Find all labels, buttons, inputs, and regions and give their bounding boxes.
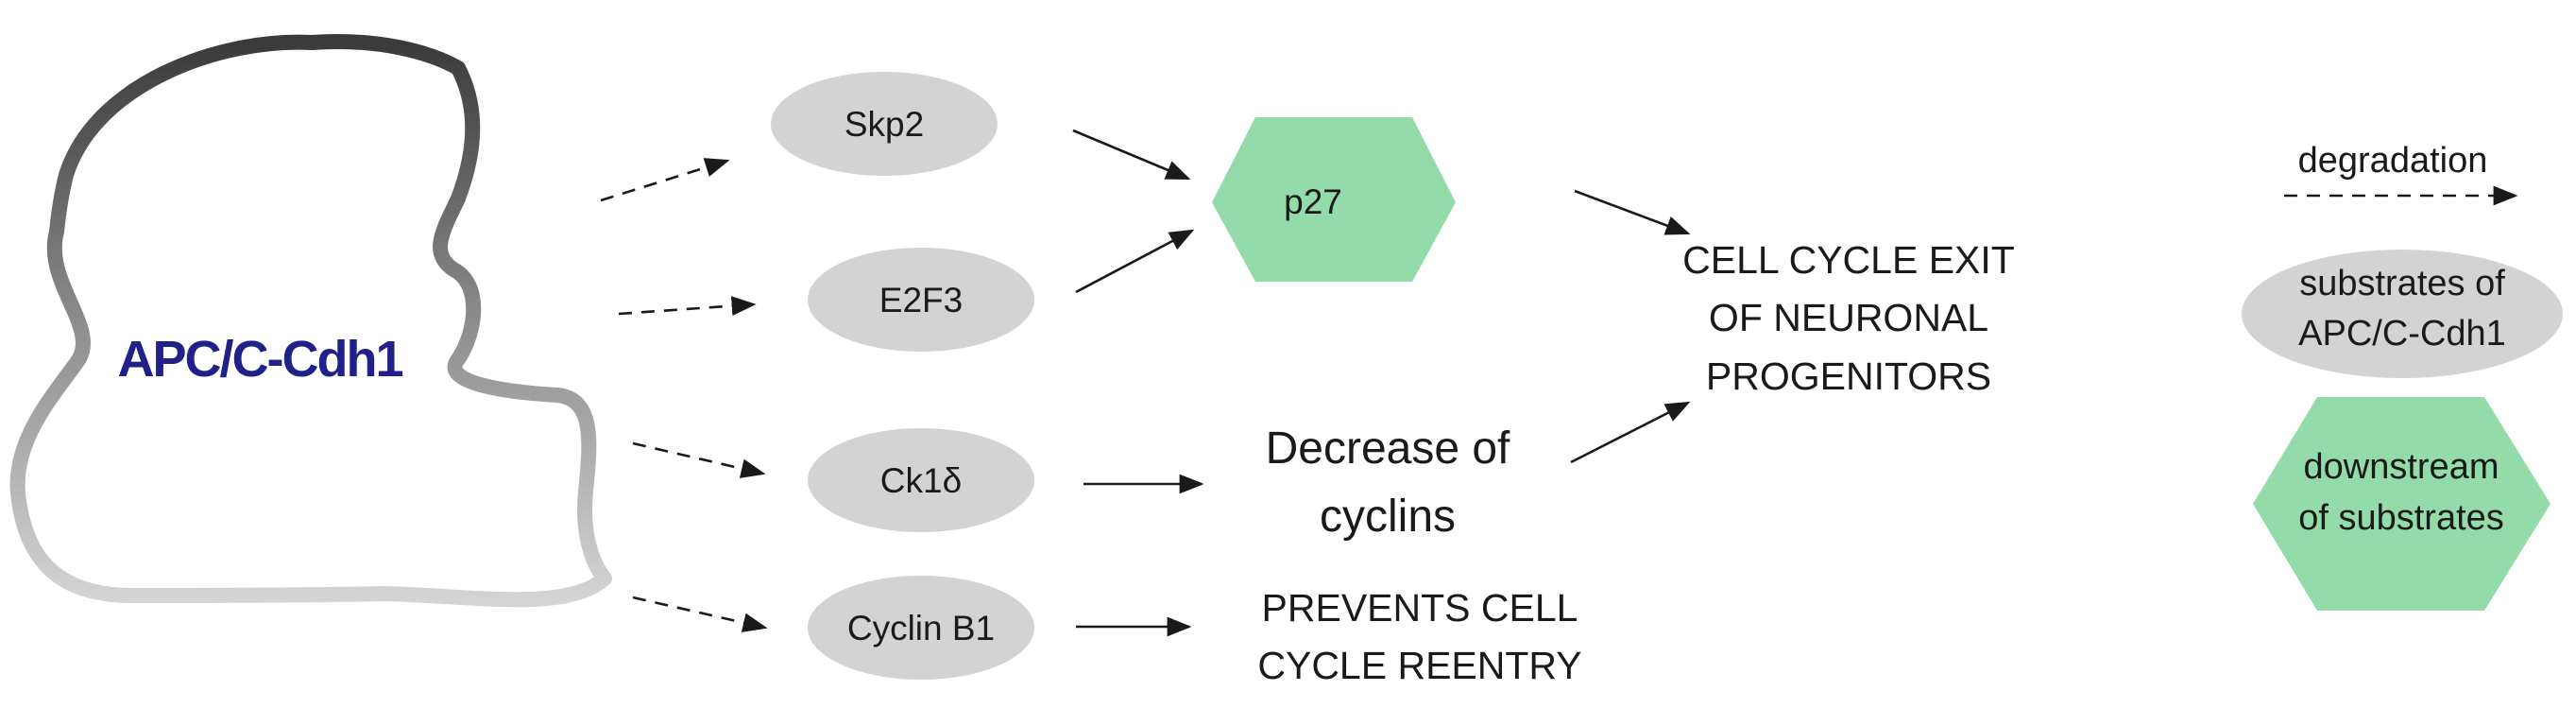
apc-cdh1-complex: APC/C-Cdh1 [9, 34, 612, 608]
degradation-arrow-ck1d [632, 441, 766, 478]
substrate-node-e2f3: E2F3 [808, 248, 1034, 352]
substrate-ellipse [808, 428, 1034, 532]
cell-cycle-exit-text: CELL CYCLE EXIT OF NEURONAL PROGENITORS [1682, 238, 2015, 398]
substrate-label-cyclinb1: Cyclin B1 [847, 609, 995, 648]
substrate-label-skp2: Skp2 [844, 105, 924, 144]
legend-substrates-line-1: substrates of [2299, 264, 2505, 303]
p27-label: p27 [1284, 182, 1342, 221]
arrow-decrease-to-exit [1570, 401, 1691, 464]
decrease-of-cyclins-text: Decrease of cyclins [1266, 423, 1510, 542]
substrate-ellipse [771, 72, 998, 176]
legend-substrate-ellipse [2242, 250, 2563, 378]
degradation-arrow-skp2 [600, 158, 730, 202]
substrate-node-ck1d: Ck1δ [808, 428, 1034, 532]
substrate-label-ck1d: Ck1δ [880, 461, 962, 500]
decrease-line-2: cyclins [1320, 492, 1456, 542]
legend: degradation substrates of APC/C-Cdh1 dow… [2242, 141, 2563, 611]
legend-downstream-line-1: downstream [2304, 447, 2499, 487]
prevents-line-1: PREVENTS CELL [1262, 586, 1578, 630]
decrease-line-1: Decrease of [1266, 423, 1510, 474]
legend-substrates-line-2: APC/C-Cdh1 [2298, 314, 2506, 354]
legend-downstream-hexagon [2253, 397, 2550, 611]
prevents-reentry-text: PREVENTS CELL CYCLE REENTRY [1257, 586, 1581, 687]
substrate-ellipse [808, 248, 1034, 352]
exit-line-2: OF NEURONAL [1709, 296, 1988, 339]
prevents-line-2: CYCLE REENTRY [1257, 644, 1581, 687]
arrow-e2f3-to-p27 [1075, 229, 1195, 294]
substrate-node-skp2: Skp2 [771, 72, 998, 176]
substrate-label-e2f3: E2F3 [879, 281, 963, 319]
arrow-skp2-to-p27 [1072, 129, 1191, 181]
downstream-node-p27: p27 [1212, 117, 1456, 282]
p27-hexagon [1212, 117, 1456, 282]
apc-cdh1-outline [9, 34, 612, 608]
degradation-arrow-e2f3 [618, 296, 757, 317]
legend-downstream-line-2: of substrates [2298, 498, 2504, 538]
apc-cdh1-label: APC/C-Cdh1 [118, 331, 403, 388]
arrow-p27-to-exit [1574, 189, 1691, 235]
legend-degradation-label: degradation [2298, 141, 2488, 181]
substrate-node-cyclinb1: Cyclin B1 [808, 576, 1034, 680]
exit-line-3: PROGENITORS [1706, 354, 1991, 398]
substrate-ellipse [808, 576, 1034, 680]
degradation-arrow-cyclinb1 [632, 596, 768, 632]
exit-line-1: CELL CYCLE EXIT [1682, 238, 2015, 282]
